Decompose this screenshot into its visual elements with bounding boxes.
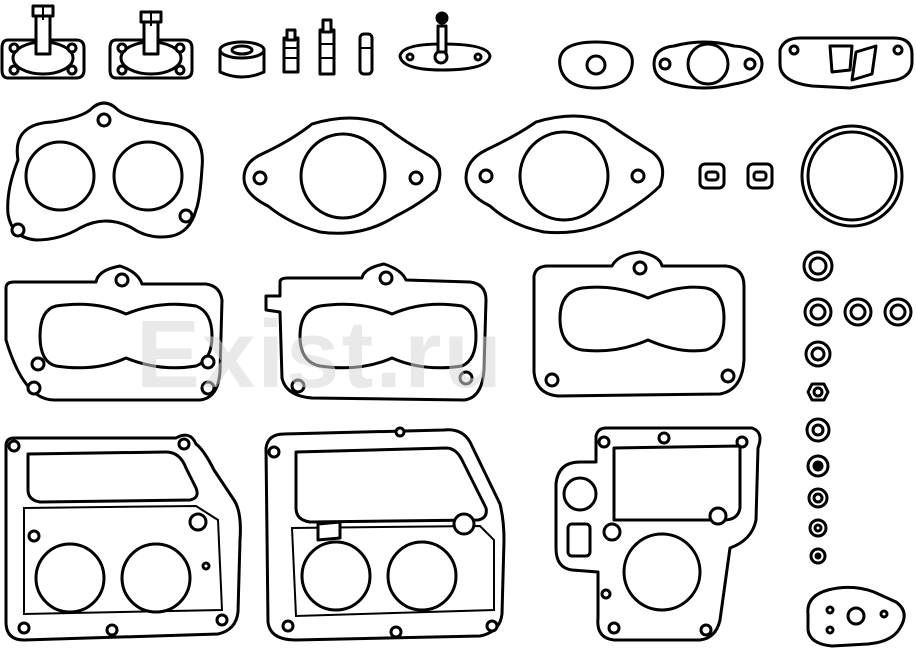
gasket-small-oval <box>558 40 634 90</box>
gasket-small-flange-bottom <box>806 585 906 648</box>
small-seal-1 <box>698 162 726 190</box>
gasket-twin-bore <box>6 101 204 242</box>
gasket-flange-window <box>778 36 914 90</box>
gasket-base-2 <box>264 262 488 402</box>
washer-column <box>802 250 913 565</box>
o-ring-large <box>800 124 904 228</box>
small-seal-2 <box>746 162 774 190</box>
needle-valve-2 <box>318 18 336 76</box>
gasket-base-1 <box>4 264 224 402</box>
needle-valve-1 <box>282 28 300 74</box>
gasket-diamond-2 <box>464 114 665 235</box>
gasket-main-body-2 <box>264 426 506 642</box>
oil-seal <box>218 40 266 79</box>
needle-pin <box>358 32 374 76</box>
gasket-diamond-1 <box>242 116 442 235</box>
pump-valve-plate <box>398 11 492 72</box>
gasket-main-body-3 <box>554 426 762 642</box>
gasket-base-3 <box>532 250 746 398</box>
gasket-main-body-1 <box>4 433 242 642</box>
diaphragm-valve-2 <box>108 10 194 80</box>
gasket-flange-round <box>652 40 764 90</box>
diaphragm-valve-1 <box>0 4 86 80</box>
